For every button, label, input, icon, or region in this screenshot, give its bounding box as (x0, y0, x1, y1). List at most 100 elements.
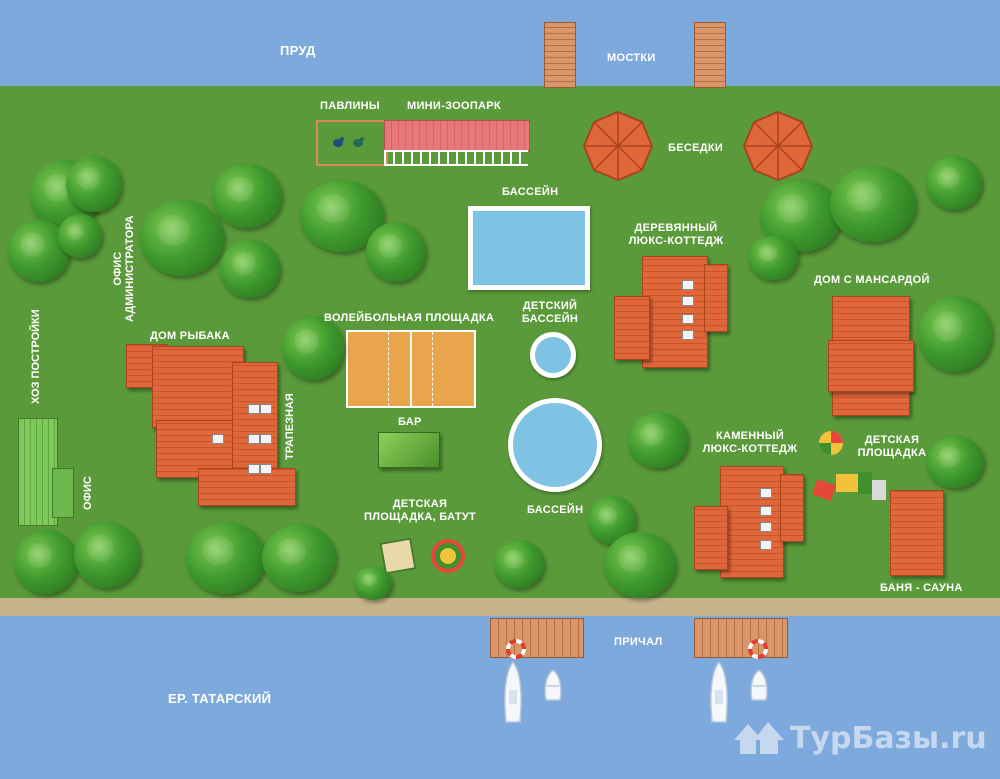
tree (926, 436, 984, 488)
house-logo-icon (734, 722, 784, 754)
tree (186, 522, 266, 594)
window (260, 404, 272, 414)
pier-right (694, 618, 788, 658)
window (760, 540, 772, 550)
lifebuoy-icon (748, 639, 768, 659)
mini-zoo-fence (384, 150, 528, 166)
tree (14, 530, 78, 594)
gazebo-icon (742, 110, 814, 182)
river-label: ЕР. ТАТАРСКИЙ (168, 691, 272, 706)
bridge-left (544, 22, 576, 88)
window (682, 330, 694, 340)
pool-top-label: БАССЕЙН (502, 186, 559, 198)
bar-building (378, 432, 440, 468)
wooden-cottage-label-line2: ЛЮКС-КОТТЕДЖ (628, 235, 724, 247)
tree (604, 532, 676, 598)
bridges-label: МОСТКИ (607, 52, 656, 64)
window (260, 434, 272, 444)
admin-office-label: ОФИС АДМИНИСТРАТОРА (112, 215, 136, 322)
playground-label: ДЕТСКАЯ ПЛОЩАДКА (852, 434, 932, 460)
tree (494, 540, 544, 588)
tree (628, 412, 688, 468)
attic-house-label: ДОМ С МАНСАРДОЙ (814, 274, 930, 286)
office-building (52, 468, 74, 518)
wooden-cottage-label-line1: ДЕРЕВЯННЫЙ (634, 222, 718, 234)
river-shore (0, 598, 1000, 616)
stone-cottage-label-line1: КАМЕННЫЙ (715, 430, 785, 442)
pier-left (490, 618, 584, 658)
mini-zoo-building (384, 120, 530, 152)
watermark-text: ТурБазы.ru (790, 720, 987, 756)
kids-pool-label: ДЕТСКИЙ БАССЕЙН (520, 300, 580, 326)
trampoline-icon (431, 539, 465, 573)
window (248, 434, 260, 444)
playground-label-line2: ПЛОЩАДКА (857, 447, 927, 459)
tree (366, 222, 426, 282)
stone-cottage-label-line2: ЛЮКС-КОТТЕДЖ (702, 443, 798, 455)
stone-cottage-roof (720, 466, 784, 578)
tree (354, 566, 392, 600)
stone-cottage-roof-3 (780, 474, 804, 542)
pool-round (508, 398, 602, 492)
tree (220, 240, 280, 298)
boat-icon (504, 660, 522, 723)
tree (830, 166, 916, 242)
dining-label: ТРАПЕЗНАЯ (284, 393, 296, 460)
umbrella-icon (819, 431, 843, 455)
window (248, 404, 260, 414)
window (760, 522, 772, 532)
volleyball-court (346, 330, 476, 408)
pond (0, 0, 1000, 86)
tree (262, 524, 336, 592)
wooden-cottage-roof-2 (614, 296, 650, 360)
wooden-cottage-roof (642, 256, 708, 368)
wooden-cottage-roof-3 (704, 264, 728, 332)
peacock-icon (333, 137, 364, 147)
playground-label-line1: ДЕТСКАЯ (864, 434, 920, 446)
window (682, 280, 694, 290)
kids-trampoline-label-line1: ДЕТСКАЯ (392, 498, 448, 510)
window (212, 434, 224, 444)
utility-building (18, 418, 58, 526)
pier-label: ПРИЧАЛ (614, 636, 663, 648)
kids-trampoline-label-line2: ПЛОЩАДКА, БАТУТ (363, 511, 476, 523)
wooden-cottage-label: ДЕРЕВЯННЫЙ ЛЮКС-КОТТЕДЖ (626, 222, 726, 248)
tree (66, 156, 122, 212)
kids-pool-label-line2: БАССЕЙН (521, 313, 579, 325)
tree (140, 200, 224, 276)
lifebuoy-icon (506, 639, 526, 659)
window (682, 314, 694, 324)
bar-label: БАР (398, 416, 422, 428)
window (682, 296, 694, 306)
playground-structure (811, 472, 886, 501)
boat-icon (750, 669, 768, 701)
tree (748, 236, 798, 280)
window (760, 506, 772, 516)
gazebo-icon (582, 110, 654, 182)
window (260, 464, 272, 474)
pond-label: ПРУД (280, 43, 316, 58)
tree (918, 296, 992, 372)
boat-icon (710, 660, 728, 723)
stone-cottage-roof-2 (694, 506, 728, 570)
kids-trampoline-label: ДЕТСКАЯ ПЛОЩАДКА, БАТУТ (360, 498, 480, 524)
sauna-roof (890, 490, 944, 576)
tree (926, 156, 982, 210)
tree (212, 164, 282, 228)
dining-roof-2 (198, 468, 296, 506)
utility-label: ХОЗ ПОСТРОЙКИ (30, 309, 42, 404)
office-label: ОФИС (82, 476, 94, 510)
dining-roof (232, 362, 278, 474)
window (248, 464, 260, 474)
gazebos-label: БЕСЕДКИ (668, 142, 724, 154)
volleyball-label: ВОЛЕЙБОЛЬНАЯ ПЛОЩАДКА (324, 312, 495, 324)
admin-office-label-line2: АДМИНИСТРАТОРА (124, 215, 136, 322)
fisher-house-roof (152, 346, 244, 428)
tree (74, 522, 140, 588)
sauna-label: БАНЯ - САУНА (880, 582, 963, 594)
kids-pool-label-line1: ДЕТСКИЙ (522, 300, 578, 312)
peacocks-label: ПАВЛИНЫ (320, 100, 380, 112)
kids-pool (530, 332, 576, 378)
fisher-house-label: ДОМ РЫБАКА (150, 330, 230, 342)
